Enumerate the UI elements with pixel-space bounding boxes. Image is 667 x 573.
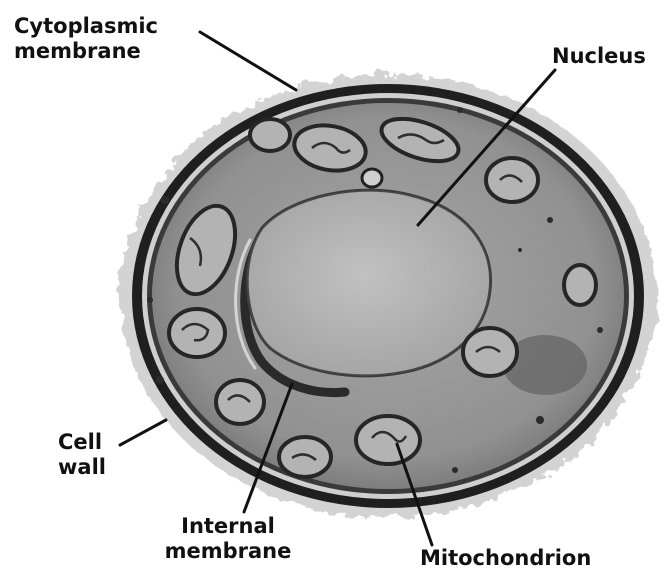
label-internal-membrane-line2: membrane [148,539,308,564]
label-cell-wall-line2: wall [58,455,106,480]
vesicle [362,169,382,187]
mitochondrion-9 [463,328,517,376]
label-nucleus: Nucleus [552,44,646,69]
mitochondrion-6 [216,380,264,424]
mitochondrion-10 [486,158,538,202]
mitochondrion-3 [250,119,290,151]
nucleus-texture [247,190,490,376]
label-internal-membrane-line1: Internal [148,514,308,539]
mitochondrion-8 [356,416,420,464]
label-mitochondrion: Mitochondrion [420,546,591,571]
mitochondrion-11 [564,265,596,305]
label-internal-membrane: Internal membrane [148,514,308,564]
leader-cytoplasmic-membrane [200,32,296,90]
label-cytoplasmic-membrane-line1: Cytoplasmic [14,14,158,39]
label-cytoplasmic-membrane-line2: membrane [14,39,158,64]
mitochondrion-5 [169,309,225,357]
mitochondrion-7 [279,437,331,477]
label-cell-wall: Cell wall [58,430,106,480]
leader-cell-wall [120,420,166,445]
label-cell-wall-line1: Cell [58,430,106,455]
label-cytoplasmic-membrane: Cytoplasmic membrane [14,14,158,64]
